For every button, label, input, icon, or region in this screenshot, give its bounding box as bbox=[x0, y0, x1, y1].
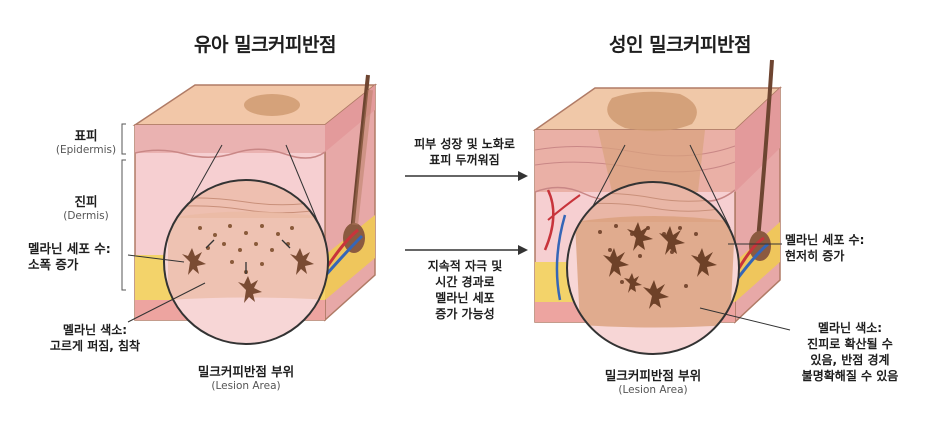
growth-line2: 표피 두꺼워짐 bbox=[429, 153, 500, 167]
adult-pigment-note: 멜라닌 색소: 진피로 확산될 수 있음, 반점 경계 불명확해질 수 있음 bbox=[780, 320, 920, 384]
adult-lesion-en: (Lesion Area) bbox=[618, 384, 688, 396]
stimulus-note: 지속적 자극 및 시간 경과로 멜라닌 세포 증가 가능성 bbox=[400, 258, 530, 322]
epidermis-kr: 표피 bbox=[74, 128, 98, 143]
adult-pigment-line2: 진피로 확산될 수 bbox=[807, 337, 893, 351]
infant-melanocyte-count: 멜라닌 세포 수: 소폭 증가 bbox=[28, 241, 138, 273]
adult-title: 성인 밀크커피반점 bbox=[609, 34, 751, 56]
infant-melanocyte-count-line2: 소폭 증가 bbox=[28, 257, 79, 272]
layer-brackets bbox=[121, 123, 126, 291]
infant-melanocyte-count-line1: 멜라닌 세포 수: bbox=[28, 241, 111, 256]
adult-lesion-kr: 밀크커피반점 부위 bbox=[604, 368, 702, 383]
infant-title: 유아 밀크커피반점 bbox=[194, 34, 336, 56]
adult-melanocyte-count-line2: 현저히 증가 bbox=[785, 249, 845, 263]
adult-melanocyte-count: 멜라닌 세포 수: 현저히 증가 bbox=[785, 232, 915, 264]
adult-lesion-label: 밀크커피반점 부위 (Lesion Area) bbox=[583, 368, 723, 397]
stimulus-line4: 증가 가능성 bbox=[435, 307, 495, 321]
dermis-en: (Dermis) bbox=[63, 210, 109, 222]
infant-pigment-line2: 고르게 퍼짐, 침착 bbox=[49, 339, 141, 353]
growth-note: 피부 성장 및 노화로 표피 두꺼워짐 bbox=[392, 136, 537, 168]
adult-pigment-line4: 불명확해질 수 있음 bbox=[801, 369, 899, 383]
growth-line1: 피부 성장 및 노화로 bbox=[414, 137, 515, 151]
epidermis-label: 표피 (Epidermis) bbox=[46, 128, 126, 157]
stimulus-line3: 멜라닌 세포 bbox=[435, 291, 495, 305]
stimulus-line1: 지속적 자극 및 bbox=[427, 259, 503, 273]
adult-magnified-circle bbox=[566, 181, 791, 355]
adult-melanocyte-count-line1: 멜라닌 세포 수: bbox=[785, 233, 865, 247]
stimulus-line2: 시간 경과로 bbox=[435, 275, 495, 289]
infant-lesion-en: (Lesion Area) bbox=[211, 380, 281, 392]
adult-pigment-line1: 멜라닌 색소: bbox=[817, 321, 883, 335]
adult-pigment-line3: 있음, 반점 경계 bbox=[810, 353, 890, 367]
infant-lesion-kr: 밀크커피반점 부위 bbox=[197, 364, 295, 379]
progression-arrows bbox=[405, 171, 528, 255]
infant-pigment-line1: 멜라닌 색소: bbox=[62, 323, 128, 337]
dermis-label: 진피 (Dermis) bbox=[46, 194, 126, 223]
infant-magnified-circle bbox=[127, 179, 329, 345]
infant-lesion-label: 밀크커피반점 부위 (Lesion Area) bbox=[176, 364, 316, 393]
epidermis-en: (Epidermis) bbox=[55, 144, 117, 156]
dermis-kr: 진피 bbox=[74, 194, 98, 209]
infant-pigment-note: 멜라닌 색소: 고르게 퍼짐, 침착 bbox=[20, 322, 170, 354]
